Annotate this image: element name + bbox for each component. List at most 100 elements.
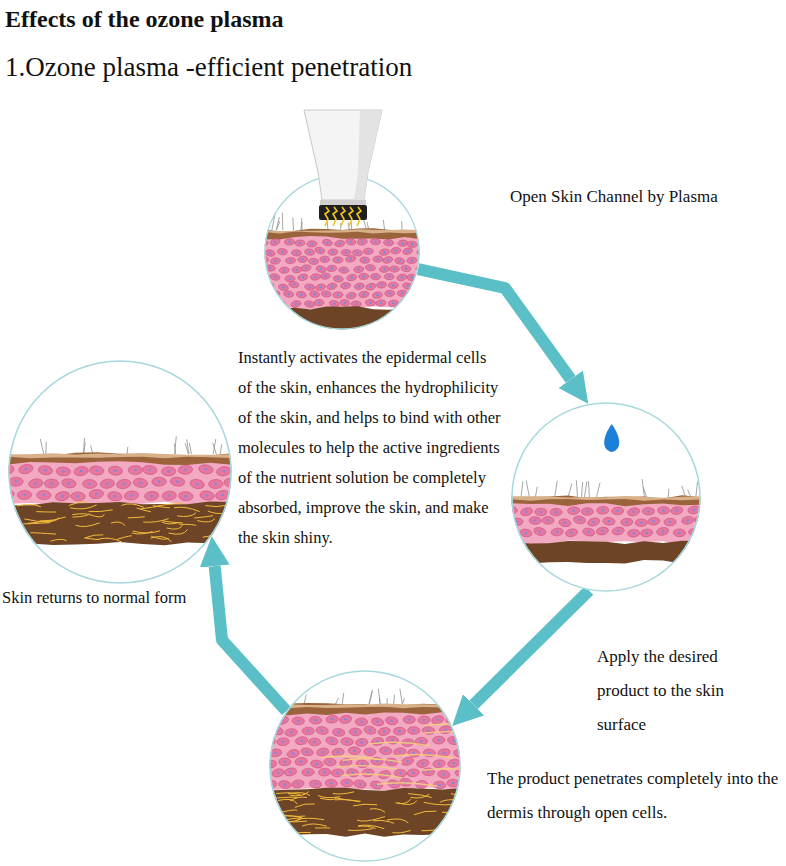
dermis-layer: [248, 306, 435, 340]
cell: [315, 265, 326, 273]
cell-nucleus: [62, 470, 65, 473]
collagen-fiber: [89, 510, 113, 512]
cell-nucleus: [406, 250, 409, 253]
cell-nucleus: [376, 294, 379, 297]
cell-nucleus: [374, 275, 377, 278]
cell: [258, 256, 268, 263]
cell: [382, 256, 393, 264]
cell-nucleus: [149, 469, 152, 472]
cell: [292, 717, 305, 726]
collagen-fiber: [288, 832, 310, 833]
hair: [588, 481, 590, 497]
cell-nucleus: [443, 773, 446, 776]
cell-nucleus: [325, 293, 328, 296]
cell: [100, 478, 115, 489]
cell-nucleus: [404, 303, 407, 306]
cell: [297, 273, 308, 281]
cell-nucleus: [393, 268, 396, 271]
cell-nucleus: [344, 284, 347, 287]
stage-circle: Skin returns to normal form: [8, 360, 232, 584]
collagen-fiber: [358, 826, 375, 828]
cell-nucleus: [652, 520, 655, 523]
collagen-fiber: [451, 792, 470, 795]
cell: [318, 768, 331, 777]
cell: [354, 282, 365, 290]
hair: [84, 442, 85, 454]
cell: [611, 507, 623, 515]
skin-circle: [511, 402, 701, 592]
cell: [505, 506, 517, 514]
cell-nucleus: [420, 740, 423, 743]
cell-nucleus: [390, 719, 393, 722]
collagen-fiber: [169, 530, 188, 535]
cell: [370, 780, 383, 790]
cell: [328, 249, 338, 256]
cell-nucleus: [287, 293, 290, 296]
collagen-fiber: [121, 504, 143, 507]
description-text: Instantly activates the epidermal cells …: [238, 343, 503, 553]
cell-nucleus: [295, 303, 298, 306]
cell-nucleus: [399, 772, 402, 775]
cell-nucleus: [268, 740, 271, 743]
cell: [257, 290, 268, 297]
cell: [71, 492, 86, 502]
cell: [357, 238, 368, 246]
cell-nucleus: [345, 761, 348, 764]
cell: [664, 518, 676, 526]
cell: [447, 736, 460, 746]
cell-nucleus: [709, 530, 712, 533]
cell-nucleus: [323, 771, 326, 774]
cell-nucleus: [277, 772, 280, 775]
cell: [292, 266, 302, 273]
cell-nucleus: [319, 249, 322, 252]
cell-nucleus: [525, 510, 528, 513]
cell: [535, 508, 547, 516]
cell: [712, 516, 725, 525]
stage-circle: Open Skin Channel by Plasma: [264, 174, 420, 330]
dermis-layer: [492, 541, 720, 564]
cell-nucleus: [293, 283, 296, 286]
cell-nucleus: [601, 530, 604, 533]
cell: [285, 257, 295, 264]
stage-circle: Apply the desired product to the skin su…: [511, 402, 701, 592]
cell: [365, 282, 376, 291]
cell: [265, 249, 276, 257]
collagen-fiber: [395, 799, 410, 803]
cell-nucleus: [176, 480, 179, 483]
cell: [324, 758, 337, 767]
cell: [339, 299, 350, 307]
cell: [462, 715, 475, 725]
cell-nucleus: [95, 493, 98, 496]
cell-nucleus: [308, 286, 311, 289]
cell: [326, 715, 339, 724]
cell: [384, 240, 394, 246]
cell-nucleus: [444, 728, 447, 731]
cell-nucleus: [305, 267, 308, 270]
cell: [581, 508, 593, 516]
cell: [503, 528, 516, 537]
cell: [657, 507, 669, 515]
hair: [696, 482, 698, 497]
cell-nucleus: [364, 259, 367, 262]
penetration-streak: [377, 783, 437, 787]
cell-nucleus: [61, 495, 64, 498]
collagen-fiber: [111, 522, 125, 526]
cell-nucleus: [289, 277, 292, 280]
collagen-fiber: [23, 523, 50, 524]
cell: [346, 273, 357, 281]
cell-nucleus: [412, 772, 415, 775]
cell: [321, 290, 332, 298]
cell-nucleus: [369, 751, 372, 754]
cell-nucleus: [369, 266, 372, 269]
cell-nucleus: [281, 250, 284, 253]
cell: [302, 768, 315, 777]
cell: [332, 728, 345, 737]
cell: [356, 759, 369, 768]
cell: [278, 780, 291, 789]
cell-nucleus: [337, 731, 340, 734]
penetration-streak: [424, 724, 484, 728]
cell-nucleus: [578, 519, 581, 522]
cell: [401, 756, 415, 767]
cell-nucleus: [6, 493, 9, 496]
cell: [407, 241, 417, 248]
